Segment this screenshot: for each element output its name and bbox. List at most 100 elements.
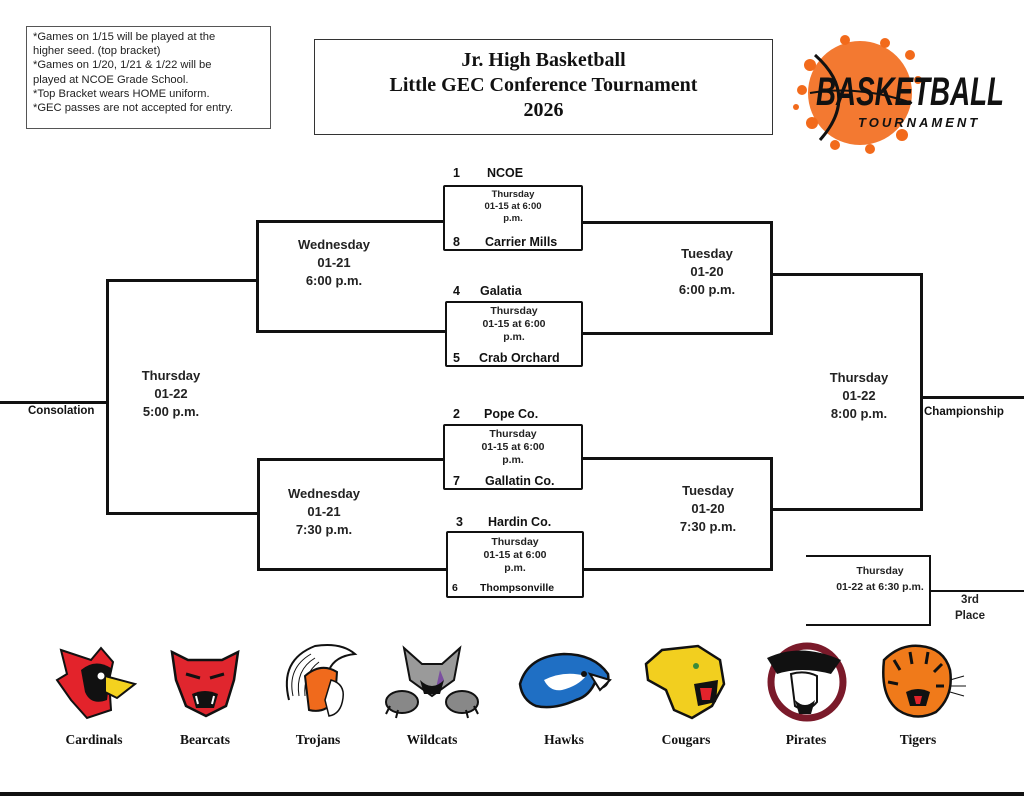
bracket-line [772,508,922,511]
note-line: *Games on 1/20, 1/21 & 1/22 will be [33,59,212,72]
hawk-icon [518,652,612,709]
game-day: Thursday [490,305,538,317]
team-name: Galatia [480,284,522,298]
bracket-line [931,590,1024,592]
seed-number: 8 [453,235,460,249]
team-name: Hardin Co. [488,515,552,529]
bracket-line [806,555,931,557]
note-line: played at NCOE Grade School. [33,73,189,86]
seed-number: 7 [453,474,460,488]
seed-number: 5 [453,351,460,365]
bracket-line [106,279,109,515]
bracket-line [583,457,772,460]
page-title: Jr. High Basketball Little GEC Conferenc… [314,39,773,135]
wildcat-icon [385,645,479,719]
game-date-time: 01-15 at 6:00 [484,201,542,212]
third-place-label: 3rd Place [954,594,986,622]
consolation-final-schedule: Thursday 01-22 5:00 p.m. [141,368,201,419]
championship-label: Championship [924,406,1004,418]
game-slot[interactable]: Thursday 01-15 at 6:00 p.m. 6 Thompsonvi… [446,531,584,598]
title-line-2: Little GEC Conference Tournament [389,74,698,96]
game-ampm: p.m. [503,331,525,343]
bracket-line [806,624,931,626]
team-name: Thompsonville [480,582,555,594]
game-date-time: 01-15 at 6:00 [483,549,547,561]
bottom-divider [0,792,1024,796]
bracket-line [258,458,446,461]
bracket-line [920,273,923,511]
seed-number: 1 [453,166,460,180]
mascot-tigers: Tigers [868,640,968,748]
bracket-line [106,279,258,282]
svg-text:BASKETBALL: BASKETBALL [816,70,1004,114]
mascot-name: Cougars [661,732,711,747]
bracket-line [770,457,773,571]
game-date-time: 01-15 at 6:00 [481,441,545,453]
svg-text:TOURNAMENT: TOURNAMENT [858,115,980,130]
bearcat-icon [170,649,240,718]
game-ampm: p.m. [504,562,526,574]
team-name: NCOE [487,166,524,180]
bracket-line [258,568,448,571]
bracket-line [929,555,931,626]
note-line: *Top Bracket wears HOME uniform. [33,87,210,100]
mascot-name: Bearcats [180,732,230,747]
game-day: Thursday [491,189,535,200]
title-line-1: Jr. High Basketball [461,49,626,71]
cougar-icon [644,644,726,720]
mascot-pirates: Pirates [756,640,856,748]
bracket-line [257,220,447,223]
mascot-name: Tigers [899,732,937,747]
championship-semi-top-schedule: Tuesday 01-20 6:00 p.m. [678,246,736,297]
game-date-time: 01-15 at 6:00 [482,318,546,330]
seed-number: 4 [453,284,460,298]
tournament-notes: *Games on 1/15 will be played at the hig… [26,26,271,129]
bracket-line [106,512,258,515]
consolation-semi-top-schedule: Wednesday 01-21 6:00 p.m. [297,237,370,288]
title-line-3: 2026 [523,99,564,121]
mascot-name: Trojans [295,732,341,747]
third-place-schedule: Thursday 01-22 at 6:30 p.m. [836,565,924,593]
pirate-icon [767,642,847,722]
consolation-label: Consolation [28,405,95,417]
basketball-icon: BASKETBALL TOURNAMENT [793,35,1004,154]
basketball-tournament-logo: BASKETBALL TOURNAMENT [790,35,1010,155]
mascot-cougars: Cougars [636,640,736,748]
game-ampm: p.m. [502,454,524,466]
mascot-name: Cardinals [65,732,123,747]
seed-number: 3 [456,515,463,529]
seed-number: 2 [453,407,460,421]
game-slot[interactable]: Thursday 01-15 at 6:00 p.m. 5 Crab Orcha… [445,301,583,367]
game-day: Thursday [491,536,539,548]
mascot-bearcats: Bearcats [155,640,255,748]
bracket-line [583,332,772,335]
mascot-name: Wildcats [406,732,458,747]
game-slot[interactable]: Thursday 01-15 at 6:00 p.m. 8 Carrier Mi… [443,185,583,251]
game-day: Thursday [489,428,537,440]
bracket-line [770,221,773,335]
bracket-line [257,330,447,333]
mascot-trojans: Trojans [268,640,368,748]
team-name: Gallatin Co. [485,474,555,488]
tiger-icon [882,644,966,718]
mascot-name: Pirates [785,732,827,747]
team-name: Carrier Mills [485,235,558,249]
consolation-semi-bottom-schedule: Wednesday 01-21 7:30 p.m. [287,486,360,537]
cardinal-icon [55,646,137,720]
bracket-line [772,273,922,276]
championship-final-schedule: Thursday 01-22 8:00 p.m. [829,370,889,421]
trojan-icon [285,644,358,717]
mascot-wildcats: Wildcats [382,640,482,748]
mascot-name: Hawks [544,732,584,747]
bracket-line [256,220,259,333]
bracket-line [583,568,772,571]
bracket-line [583,221,772,224]
game-slot[interactable]: Thursday 01-15 at 6:00 p.m. 7 Gallatin C… [443,424,583,490]
championship-semi-bottom-schedule: Tuesday 01-20 7:30 p.m. [679,483,737,534]
note-line: *Games on 1/15 will be played at the [33,31,216,43]
bracket-line [257,458,260,571]
game-ampm: p.m. [503,213,523,224]
note-line: higher seed. (top bracket) [33,45,161,58]
mascot-cardinals: Cardinals [44,640,144,748]
bracket-line [920,396,1024,399]
